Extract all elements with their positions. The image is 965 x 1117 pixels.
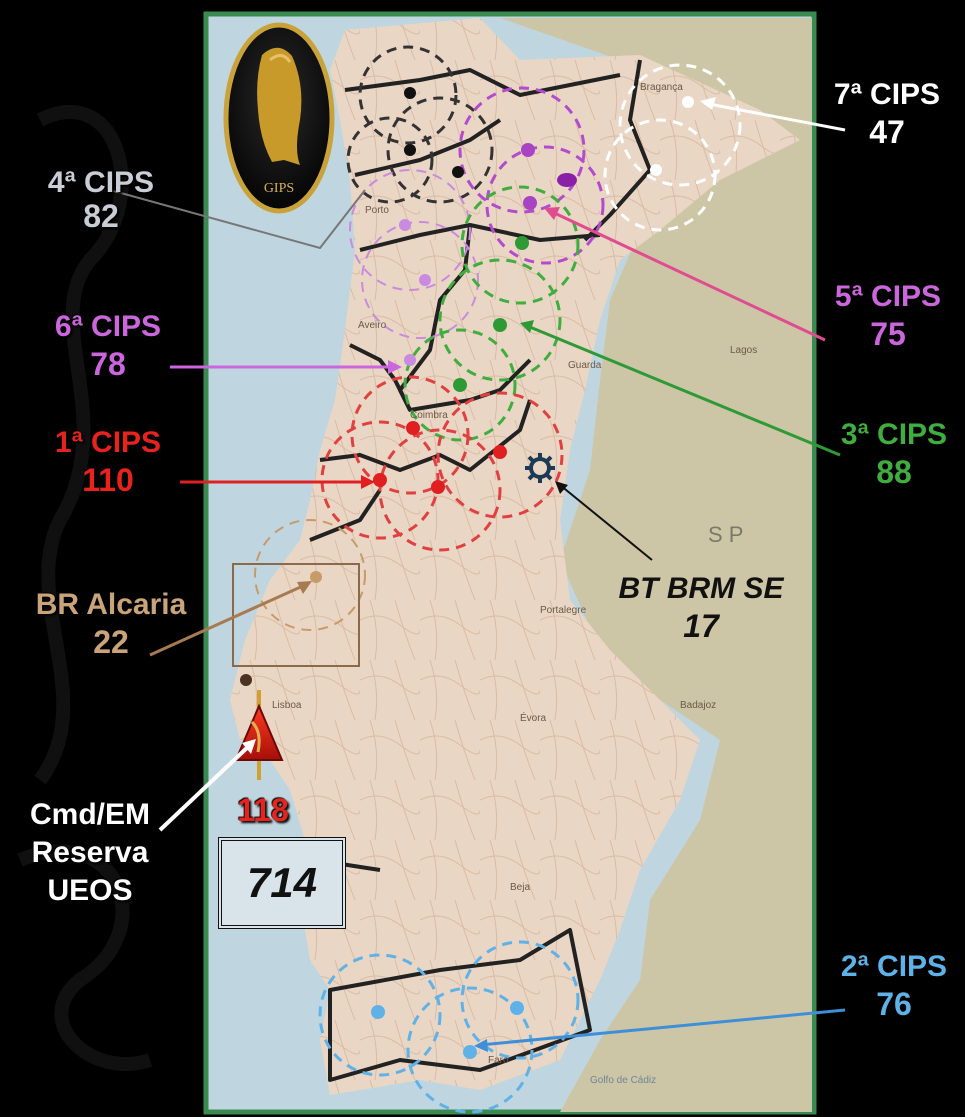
place-badajoz: Badajoz xyxy=(680,700,717,711)
label-5-cips: 5ª CIPS 75 xyxy=(818,280,958,352)
unit-count: 118 xyxy=(237,792,289,828)
label-cmd-em: Cmd/EM Reserva UEOS xyxy=(10,800,170,906)
place-faro: Faro xyxy=(488,1055,509,1066)
label-bt-brm-se: BT BRM SE 17 xyxy=(596,572,806,644)
place-beja: Beja xyxy=(510,882,531,893)
unit-count: 82 xyxy=(83,198,119,234)
spain-label: S P xyxy=(708,522,744,547)
place-guarda: Guarda xyxy=(568,360,602,371)
label-1-cips: 1ª CIPS 110 xyxy=(38,426,178,498)
gear-icon xyxy=(525,453,555,483)
unit-name: 1ª CIPS xyxy=(54,426,162,459)
cmd-line-1: Cmd/EM xyxy=(30,798,150,831)
label-7-cips: 7ª CIPS 47 xyxy=(822,78,952,150)
background-ornament xyxy=(17,105,153,1071)
place-portalegre: Portalegre xyxy=(540,605,587,616)
unit-name: 4ª CIPS xyxy=(47,166,155,199)
unit-markers xyxy=(240,87,694,1059)
gulf-label: Golfo de Cádiz xyxy=(590,1075,657,1086)
label-br-alcaria: BR Alcaria 22 xyxy=(18,588,204,660)
unit-count: 76 xyxy=(876,986,912,1022)
label-3-cips: 3ª CIPS 88 xyxy=(826,418,962,490)
unit-count: 78 xyxy=(90,346,126,382)
unit-name: BT BRM SE xyxy=(618,572,784,605)
leader-lines xyxy=(109,97,846,1052)
unit-name: 3ª CIPS xyxy=(840,418,948,451)
total-count: 714 xyxy=(246,859,318,906)
gips-logo: GIPS xyxy=(223,22,335,214)
label-6-cips: 6ª CIPS 78 xyxy=(38,310,178,382)
place-coimbra: Coimbra xyxy=(410,410,448,421)
unit-count: 88 xyxy=(876,454,912,490)
place-braganca: Bragança xyxy=(640,82,683,93)
place-evora: Évora xyxy=(520,713,547,724)
unit-count: 17 xyxy=(683,608,719,644)
unit-name: BR Alcaria xyxy=(35,588,187,621)
unit-name: 7ª CIPS xyxy=(833,78,941,111)
label-cmd-count: 118 xyxy=(228,788,298,826)
label-2-cips: 2ª CIPS 76 xyxy=(832,950,956,1022)
place-aveiro: Aveiro xyxy=(358,320,387,331)
place-ciudad-rodrigo: Lagos xyxy=(730,345,758,356)
unit-count: 47 xyxy=(869,114,905,150)
spain-land xyxy=(500,18,812,1112)
place-lisboa: Lisboa xyxy=(272,700,302,711)
cmd-line-2: Reserva xyxy=(31,836,149,869)
unit-name: 5ª CIPS xyxy=(834,280,942,313)
unit-count: 75 xyxy=(870,316,906,352)
place-porto: Porto xyxy=(365,205,389,216)
unit-count: 22 xyxy=(93,624,129,660)
total-count-box: 714 xyxy=(218,837,346,929)
cmd-line-3: UEOS xyxy=(47,874,133,907)
alcaria-area-box xyxy=(232,563,360,667)
unit-name: 6ª CIPS xyxy=(54,310,162,343)
logo-text: GIPS xyxy=(264,181,294,196)
coverage-circles xyxy=(254,45,742,1114)
label-4-cips: 4ª CIPS 82 xyxy=(36,166,166,234)
unit-name: 2ª CIPS xyxy=(840,950,948,983)
unit-count: 110 xyxy=(82,462,134,498)
